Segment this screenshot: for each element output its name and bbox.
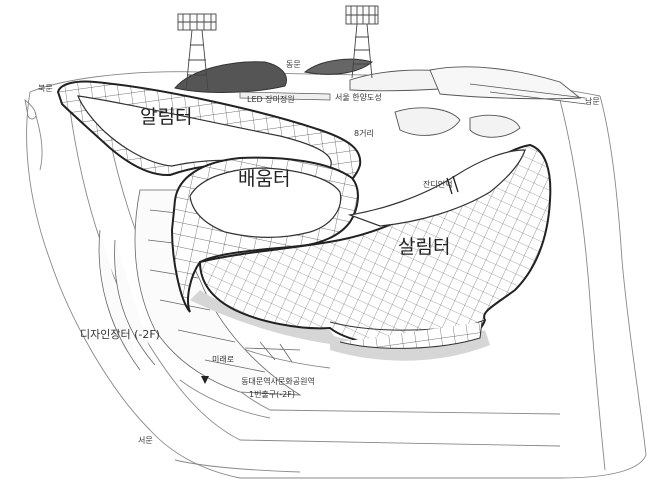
zone-label-salimteo[interactable]: 살림터 xyxy=(398,236,451,258)
place-led-garden[interactable]: LED 장미정원 xyxy=(247,95,295,104)
gate-east[interactable]: 동문 xyxy=(286,60,301,69)
gate-west[interactable]: 서문 xyxy=(138,436,153,445)
zone-label-baeumteo[interactable]: 배움터 xyxy=(238,168,291,190)
baeumteo-building xyxy=(170,156,359,313)
light-tower-left xyxy=(177,13,217,91)
place-grass-hill[interactable]: 잔디언덕 xyxy=(423,180,453,189)
salimteo-building xyxy=(198,143,552,349)
station-name[interactable]: 동대문역사문화공원역 xyxy=(241,377,315,386)
gate-south[interactable]: 남문 xyxy=(585,97,600,106)
building-shadows xyxy=(190,290,490,361)
place-intersection-8[interactable]: 8거리 xyxy=(354,129,374,138)
north-buildings xyxy=(174,58,587,138)
light-tower-right xyxy=(345,5,379,79)
grass-hill-marker xyxy=(446,175,459,195)
place-design-market[interactable]: 디자인장터 (-2F) xyxy=(80,328,160,341)
gate-north[interactable]: 북문 xyxy=(38,84,53,93)
down-arrow-icon xyxy=(201,376,209,384)
place-seoul-fortress[interactable]: 서울 한양도성 xyxy=(335,93,382,102)
zone-label-alimteo[interactable]: 알림터 xyxy=(140,106,193,128)
place-mirae-road[interactable]: 미래로 xyxy=(212,355,235,364)
station-exit[interactable]: 1번출구(-2F) xyxy=(249,390,295,399)
